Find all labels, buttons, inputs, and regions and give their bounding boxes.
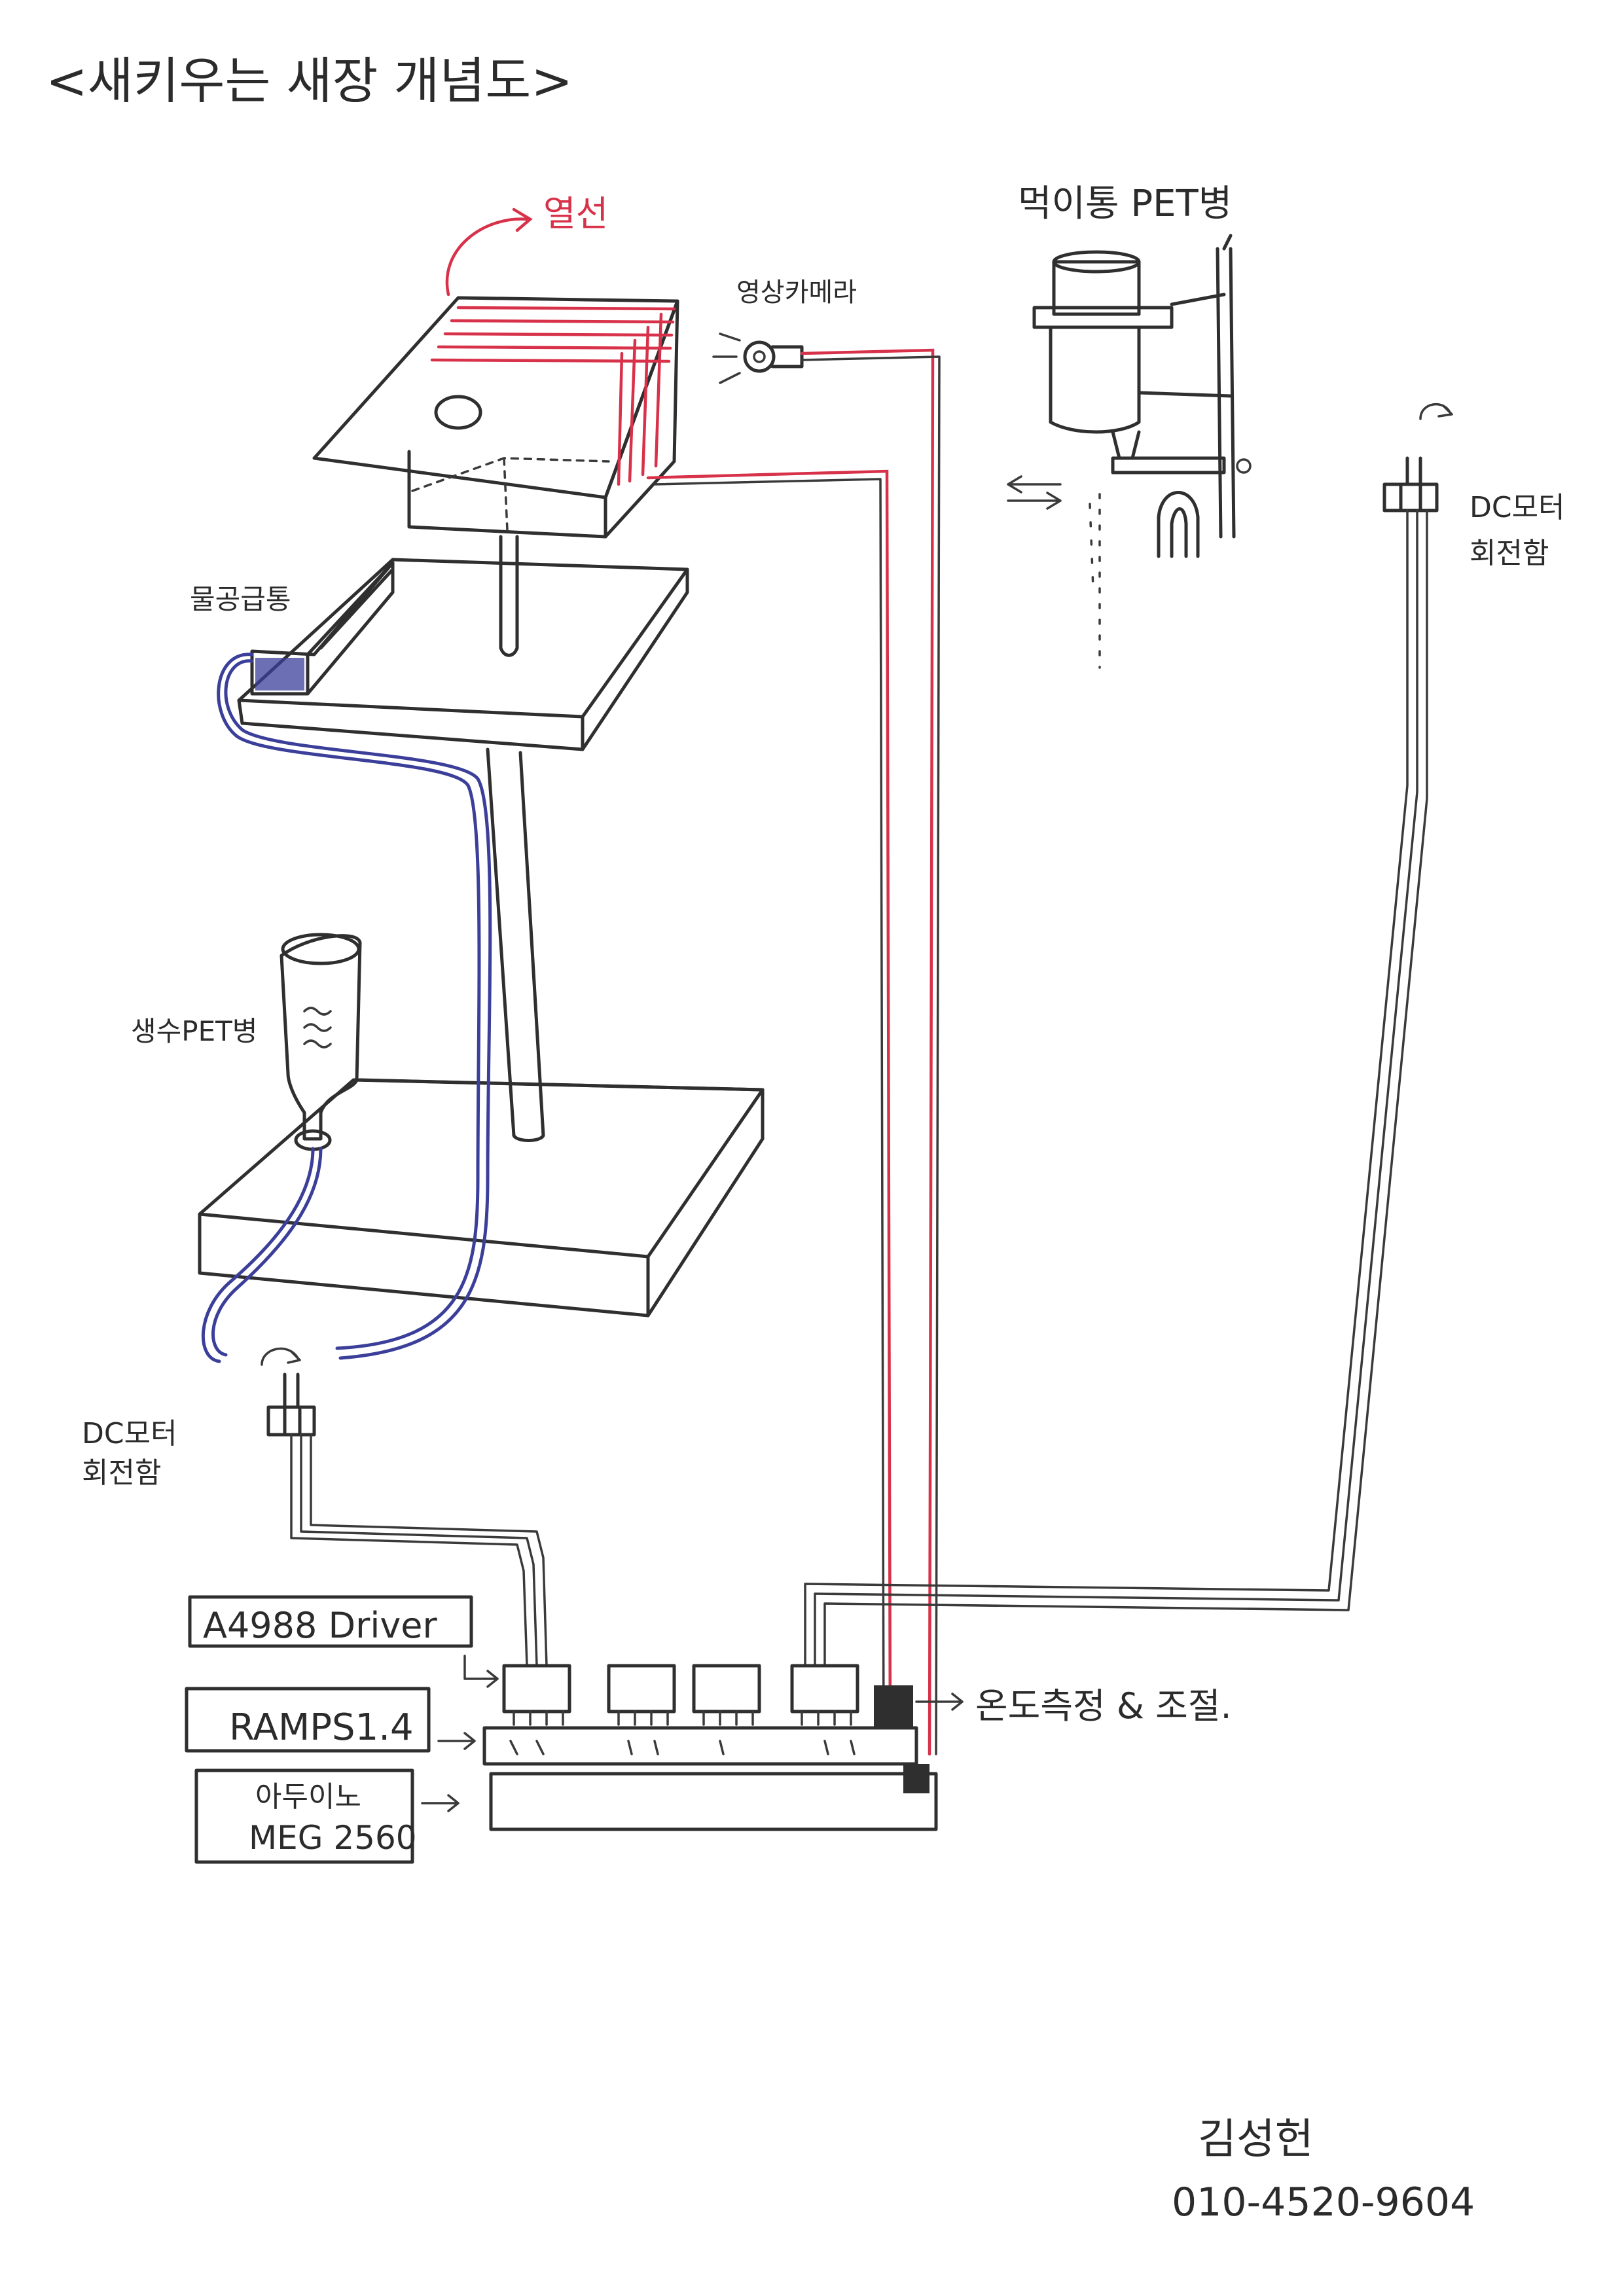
feeder-pet-bottle xyxy=(1007,234,1252,669)
author-name: 김성헌 xyxy=(1198,2115,1314,2164)
lower-base xyxy=(198,1078,765,1318)
camera-label: 영상카메라 xyxy=(736,278,857,308)
driver-label-box: A4988 Driver xyxy=(188,1595,499,1688)
motor-right-label-1: DC모터 xyxy=(1470,491,1565,524)
camera xyxy=(712,332,804,384)
control-stack xyxy=(482,1664,938,1831)
motor-right-label-2: 회전함 xyxy=(1470,537,1549,570)
nest-box: 열선 xyxy=(312,193,679,539)
driver-label: A4988 Driver xyxy=(203,1605,437,1646)
diagram-title: <새키우는 새장 개념도> xyxy=(46,52,573,110)
driver-module-4 xyxy=(790,1664,859,1713)
arduino-label-2: MEG 2560 xyxy=(249,1819,417,1857)
camera-cable xyxy=(800,348,941,1756)
dc-motor-right xyxy=(1382,403,1453,512)
author-phone: 010-4520-9604 xyxy=(1172,2179,1475,2225)
water-pet-bottle xyxy=(280,933,765,1151)
heat-wire-arrow xyxy=(445,217,529,296)
driver-module-3 xyxy=(692,1664,761,1713)
motor-right-cable xyxy=(804,509,1428,1670)
dc-motor-left xyxy=(261,1347,316,1437)
driver-module-1 xyxy=(502,1664,571,1713)
feeder-label: 먹이통 PET병 xyxy=(1018,183,1232,225)
ramps-label: RAMPS1.4 xyxy=(229,1706,414,1749)
entrance-hole xyxy=(434,395,482,430)
water-bottle-label: 생수PET병 xyxy=(131,1015,257,1047)
heat-wire-wrap xyxy=(430,306,676,486)
water-tray xyxy=(250,561,395,696)
ramps-label-box: RAMPS1.4 xyxy=(185,1687,476,1753)
heat-wire-label: 열선 xyxy=(543,193,608,234)
motor-left-label-2: 회전함 xyxy=(82,1456,161,1490)
arduino-label-box: 아두이노 MEG 2560 xyxy=(194,1768,460,1864)
perch-tube xyxy=(499,535,519,657)
motor-left-cable xyxy=(290,1433,548,1667)
temp-note-arrow xyxy=(915,1693,964,1711)
center-pole xyxy=(486,747,545,1142)
temp-note: 온도측정 & 조절. xyxy=(975,1685,1232,1727)
heat-wire-cable xyxy=(646,469,892,1743)
arduino-board xyxy=(489,1772,938,1831)
ramps-board xyxy=(482,1726,918,1766)
driver-module-2 xyxy=(607,1664,676,1713)
water-tubes xyxy=(201,653,492,1363)
arduino-label-1: 아두이노 xyxy=(255,1780,361,1814)
motor-left-label-1: DC모터 xyxy=(82,1417,177,1450)
water-tray-label: 물공급통 xyxy=(190,583,291,615)
